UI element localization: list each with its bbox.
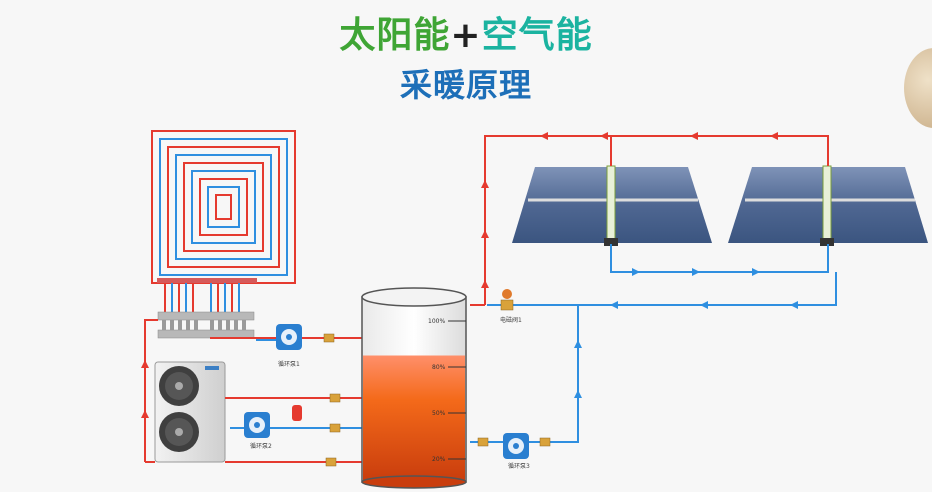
pump-3[interactable]: [503, 433, 529, 459]
manifold: [157, 278, 257, 339]
cold-water-pipes: [230, 244, 837, 443]
flow-arrows: [141, 132, 778, 418]
valve[interactable]: [329, 393, 341, 403]
solenoid-valve-1[interactable]: [500, 289, 514, 311]
valve[interactable]: [477, 437, 489, 447]
valve[interactable]: [325, 457, 337, 467]
valve[interactable]: [539, 437, 551, 447]
level-80: 80%: [432, 364, 446, 371]
title-solar: 太阳能: [339, 15, 451, 56]
main-title: 太阳能+空气能: [0, 6, 932, 58]
pump-3-label: 循环泵3: [508, 462, 530, 470]
level-100: 100%: [428, 318, 445, 325]
pump-1-label: 循环泵1: [278, 360, 300, 368]
level-20: 20%: [432, 456, 446, 463]
level-50: 50%: [432, 410, 446, 417]
pump-2[interactable]: [244, 412, 270, 438]
flow-arrows-blue: [262, 268, 798, 432]
storage-tank: 100% 80% 50% 20%: [361, 287, 467, 489]
solar-panel-left: [512, 165, 712, 246]
solenoid-valve-1-label: 电磁阀1: [500, 316, 522, 324]
tank-water-level: [363, 355, 465, 481]
floor-heating-coil: [151, 130, 296, 284]
subtitle: 采暖原理: [399, 66, 532, 104]
pump-1[interactable]: [276, 324, 302, 350]
title-air: 空气能: [481, 15, 593, 56]
heat-pump-unit: [154, 361, 226, 463]
pump-2-label: 循环泵2: [250, 442, 272, 450]
valve[interactable]: [329, 423, 341, 433]
solar-panel-right: [728, 165, 928, 246]
valve[interactable]: [323, 333, 335, 343]
title-plus: +: [450, 15, 482, 56]
expansion-tank: [292, 405, 302, 421]
valves: [323, 333, 551, 467]
